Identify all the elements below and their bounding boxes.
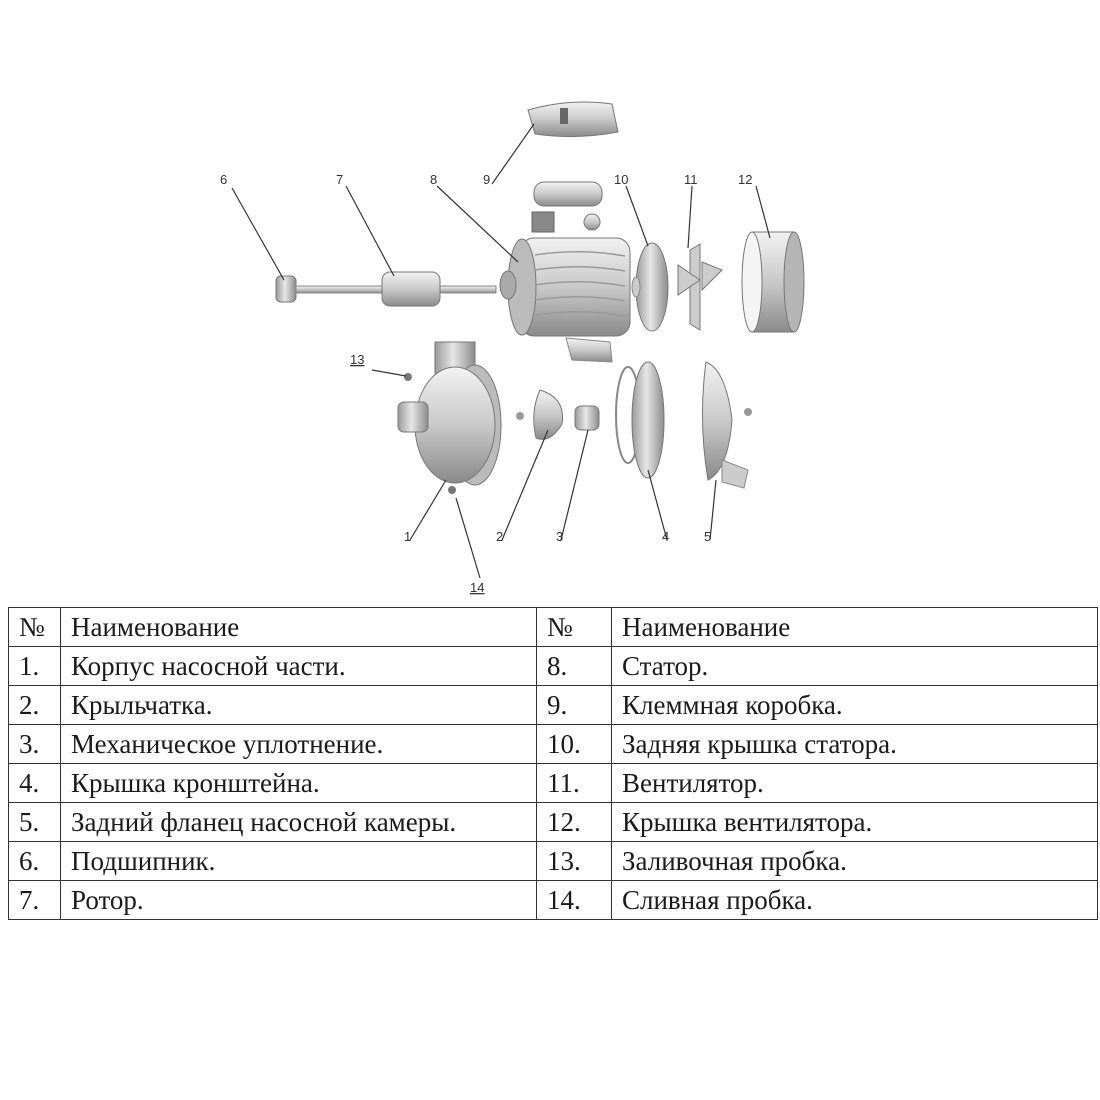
- row-number: 3.: [8, 724, 61, 764]
- exploded-pump-diagram: 6 7 8 9 10 11 12 13 1 2 3 4 5 14: [220, 101, 805, 595]
- row-number: 13.: [536, 841, 612, 881]
- part-name: Механическое уплотнение.: [60, 724, 537, 764]
- callout-8: 8: [430, 172, 437, 187]
- callout-10: 10: [614, 172, 628, 187]
- part-impeller: [516, 389, 564, 440]
- part-name: Крышка кронштейна.: [60, 763, 537, 803]
- callout-11: 11: [684, 172, 698, 187]
- table-row: 5. Задний фланец насосной камеры. 12. Кр…: [8, 802, 1098, 842]
- callout-1: 1: [404, 529, 411, 544]
- row-number: 10.: [536, 724, 612, 764]
- row-number: 4.: [8, 763, 61, 803]
- part-name: Клеммная коробка.: [611, 685, 1098, 725]
- row-number: 2.: [8, 685, 61, 725]
- part-name: Ротор.: [60, 880, 537, 920]
- part-rear-flange: [701, 361, 752, 489]
- header-number-right: №: [536, 607, 612, 647]
- table-row: 6. Подшипник. 13. Заливочная пробка.: [8, 841, 1098, 881]
- header-name-right: Наименование: [611, 607, 1098, 647]
- part-bearing: [275, 275, 297, 303]
- leader-lines: [231, 123, 771, 579]
- part-name: Подшипник.: [60, 841, 537, 881]
- header-name-left: Наименование: [60, 607, 537, 647]
- callout-3: 3: [556, 529, 563, 544]
- row-number: 7.: [8, 880, 61, 920]
- row-number: 9.: [536, 685, 612, 725]
- row-number: 8.: [536, 646, 612, 686]
- part-pump-housing: [397, 341, 502, 494]
- row-number: 14.: [536, 880, 612, 920]
- part-terminal-box: [527, 101, 619, 138]
- row-number: 6.: [8, 841, 61, 881]
- row-number: 12.: [536, 802, 612, 842]
- part-rear-stator-cover: [631, 242, 669, 332]
- row-number: 1.: [8, 646, 61, 686]
- parts-table: № Наименование № Наименование 1. Корпус …: [8, 607, 1098, 920]
- part-name: Задний фланец насосной камеры.: [60, 802, 537, 842]
- part-fan: [677, 243, 723, 331]
- callout-5: 5: [704, 529, 711, 544]
- part-name: Крыльчатка.: [60, 685, 537, 725]
- part-fan-cover: [741, 231, 805, 333]
- part-rotor: [295, 271, 497, 307]
- callout-9: 9: [483, 172, 490, 187]
- table-row: 1. Корпус насосной части. 8. Статор.: [8, 646, 1098, 686]
- table-row: 3. Механическое уплотнение. 10. Задняя к…: [8, 724, 1098, 764]
- part-name: Заливочная пробка.: [611, 841, 1098, 881]
- part-mechanical-seal: [574, 405, 600, 431]
- callout-12: 12: [738, 172, 752, 187]
- callout-13: 13: [350, 352, 364, 367]
- callout-14: 14: [470, 580, 484, 595]
- table-row: 4. Крышка кронштейна. 11. Вентилятор.: [8, 763, 1098, 803]
- row-number: 11.: [536, 763, 612, 803]
- row-number: 5.: [8, 802, 61, 842]
- part-capacitor: [531, 181, 603, 233]
- part-stator: [499, 237, 631, 363]
- part-name: Задняя крышка статора.: [611, 724, 1098, 764]
- callout-6: 6: [220, 172, 227, 187]
- table-row: 2. Крыльчатка. 9. Клеммная коробка.: [8, 685, 1098, 725]
- header-number-left: №: [8, 607, 61, 647]
- part-name: Крышка вентилятора.: [611, 802, 1098, 842]
- part-name: Сливная пробка.: [611, 880, 1098, 920]
- part-name: Статор.: [611, 646, 1098, 686]
- callout-4: 4: [662, 529, 669, 544]
- part-name: Вентилятор.: [611, 763, 1098, 803]
- part-name: Корпус насосной части.: [60, 646, 537, 686]
- table-header-row: № Наименование № Наименование: [8, 607, 1098, 647]
- callout-2: 2: [496, 529, 503, 544]
- part-bracket-cover: [615, 361, 665, 479]
- table-row: 7. Ротор. 14. Сливная пробка.: [8, 880, 1098, 920]
- callout-7: 7: [336, 172, 343, 187]
